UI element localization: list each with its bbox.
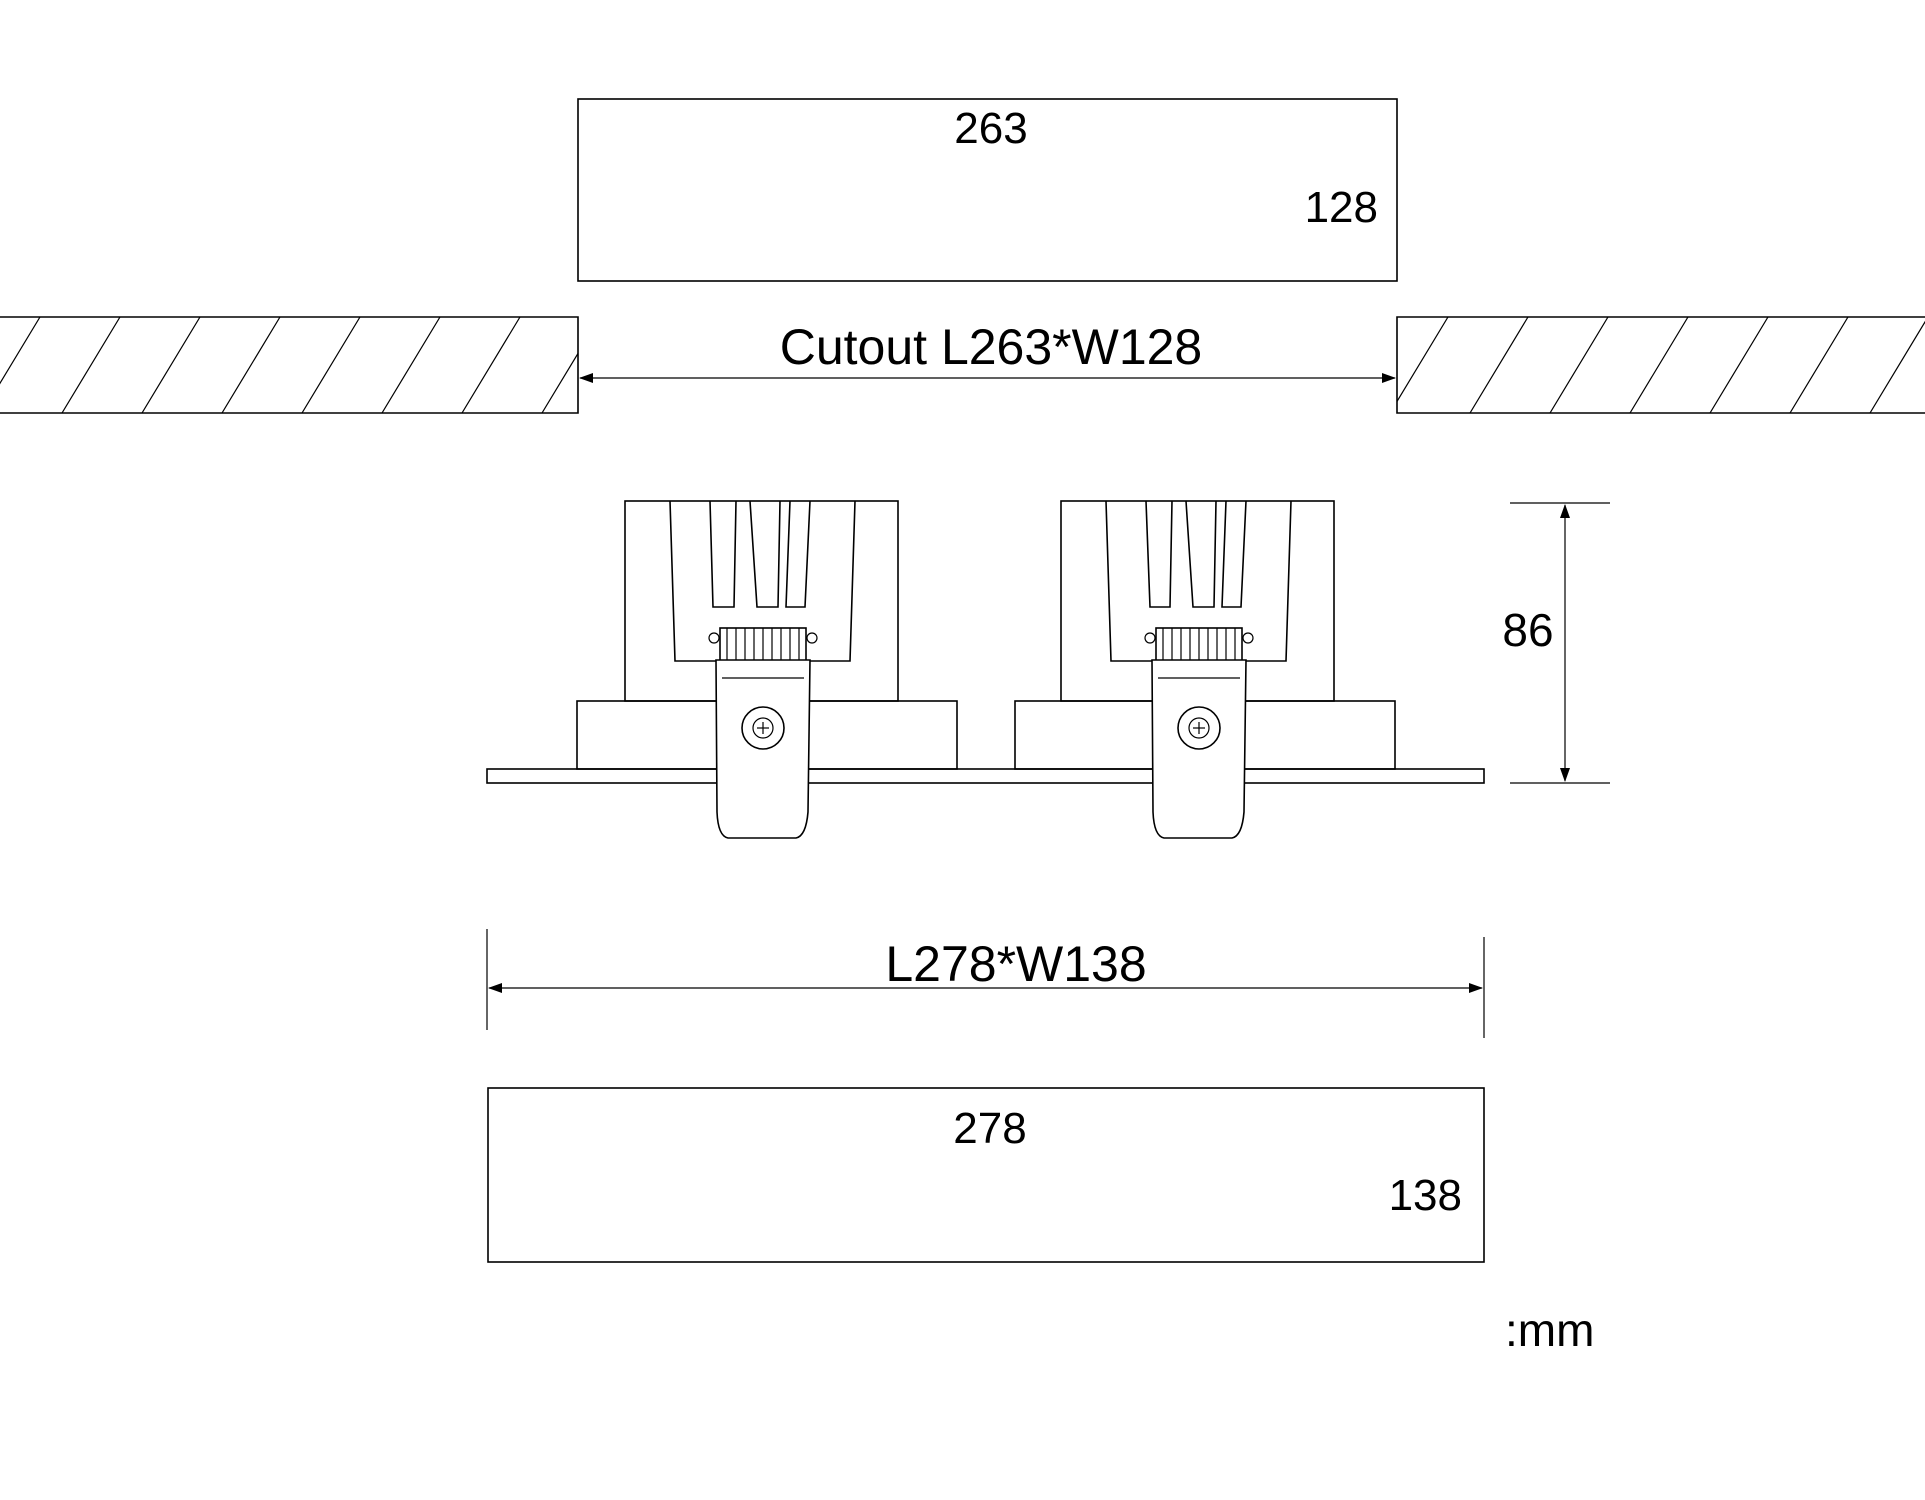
fixture-side-view: 86 — [486, 500, 1610, 839]
unit-label: :mm — [1505, 1304, 1594, 1356]
ceiling-right-section — [1396, 316, 1925, 414]
cutout-length-label: 263 — [954, 104, 1027, 153]
cutout-box: 263 128 — [577, 98, 1398, 282]
height-dimension: 86 — [1502, 502, 1610, 784]
ceiling-left-section — [0, 316, 579, 414]
cutout-dimension-label: Cutout L263*W128 — [780, 319, 1203, 375]
spring-clip-icon — [1144, 627, 1254, 839]
fixture-height-label: 86 — [1502, 604, 1553, 656]
module-right — [1014, 500, 1396, 839]
product-width-label: 138 — [1389, 1171, 1462, 1220]
overall-dimension: L278*W138 — [486, 929, 1485, 1038]
spring-clip-icon — [708, 627, 818, 839]
product-box: 278 138 — [487, 1087, 1485, 1263]
cutout-width-label: 128 — [1305, 183, 1378, 232]
module-left — [576, 500, 958, 839]
cutout-dimension: Cutout L263*W128 — [579, 319, 1396, 383]
fixture-dimension-label: L278*W138 — [885, 936, 1146, 992]
product-length-label: 278 — [953, 1104, 1026, 1153]
